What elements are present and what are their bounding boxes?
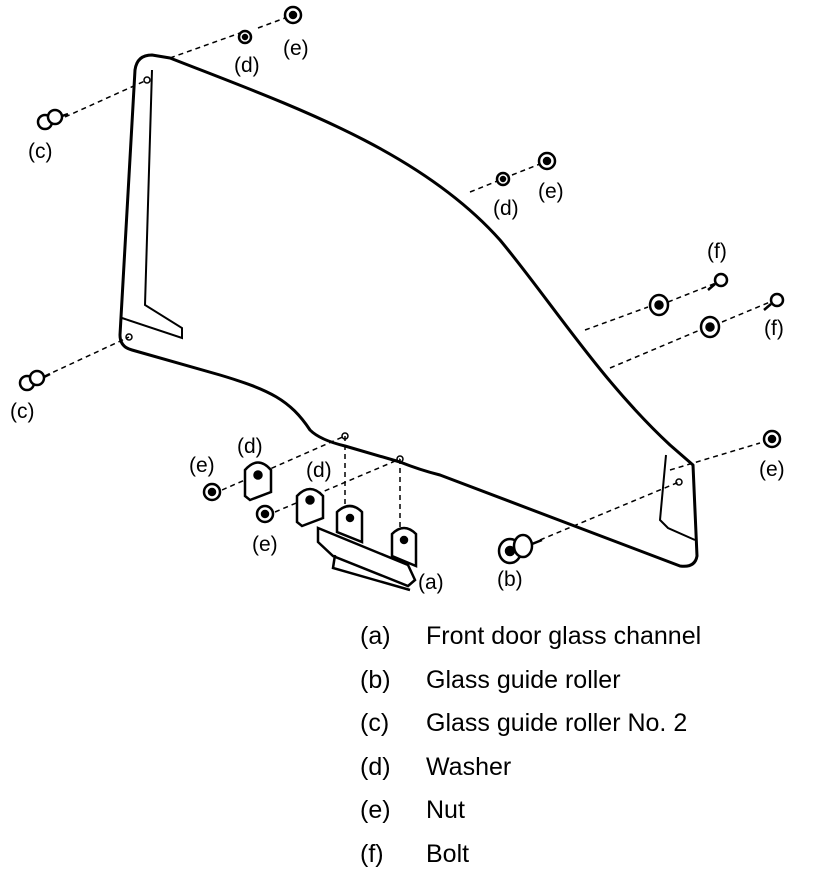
callout-b: (b) xyxy=(497,568,523,591)
callout-a: (a) xyxy=(418,571,444,594)
assembly-guide-lines xyxy=(44,17,771,541)
legend-row-f: (f) Bolt xyxy=(360,840,800,884)
legend-row-e: (e) Nut xyxy=(360,796,800,840)
legend-key: (d) xyxy=(360,752,391,781)
callout-c-lower: (c) xyxy=(10,400,35,423)
legend-label: Front door glass channel xyxy=(426,622,702,650)
legend-key: (e) xyxy=(360,796,391,824)
legend-row-d: (d) Washer xyxy=(360,753,800,797)
callout-d-top: (d) xyxy=(234,54,260,77)
callout-e-lower: (e) xyxy=(252,533,278,556)
door-glass-exploded-diagram: (d) (e) (c) (d) (e) (f) (f) (c) (d) (e) … xyxy=(10,5,785,594)
callout-d-left: (d) xyxy=(237,435,263,458)
legend-key: (a) xyxy=(360,622,391,650)
legend-label: Glass guide roller No. 2 xyxy=(426,709,688,737)
legend-row-b: (b) Glass guide roller xyxy=(360,666,800,710)
callout-c-upper: (c) xyxy=(28,140,53,163)
legend-row-a: (a) Front door glass channel xyxy=(360,622,800,666)
legend-label: Nut xyxy=(426,796,465,824)
legend-label: Washer xyxy=(426,752,512,781)
callout-labels: (d) (e) (c) (d) (e) (f) (f) (c) (d) (e) … xyxy=(10,37,785,594)
channel-bracket-washers xyxy=(243,461,325,528)
legend-key: (f) xyxy=(360,839,384,868)
callout-e-right: (e) xyxy=(759,458,785,481)
door-glass-panel xyxy=(118,53,699,568)
glass-guide-rollers xyxy=(18,108,543,565)
legend-label: Glass guide roller xyxy=(426,665,621,694)
callout-e-mid: (e) xyxy=(538,180,564,203)
callout-e-left: (e) xyxy=(189,454,215,477)
hardware-bolts xyxy=(707,272,785,311)
callout-d-mid: (d) xyxy=(493,197,519,220)
front-door-glass-channel xyxy=(316,504,418,592)
legend-key: (b) xyxy=(360,665,391,694)
legend-key: (c) xyxy=(360,709,390,737)
callout-e-top: (e) xyxy=(283,37,309,60)
callout-f-upper: (f) xyxy=(707,240,727,263)
callout-d-channel: (d) xyxy=(306,459,332,482)
parts-legend: (a) Front door glass channel (b) Glass g… xyxy=(360,622,800,883)
callout-f-lower: (f) xyxy=(764,317,784,340)
legend-row-c: (c) Glass guide roller No. 2 xyxy=(360,709,800,753)
legend-label: Bolt xyxy=(426,839,470,868)
hardware-nuts-washers xyxy=(202,5,782,524)
